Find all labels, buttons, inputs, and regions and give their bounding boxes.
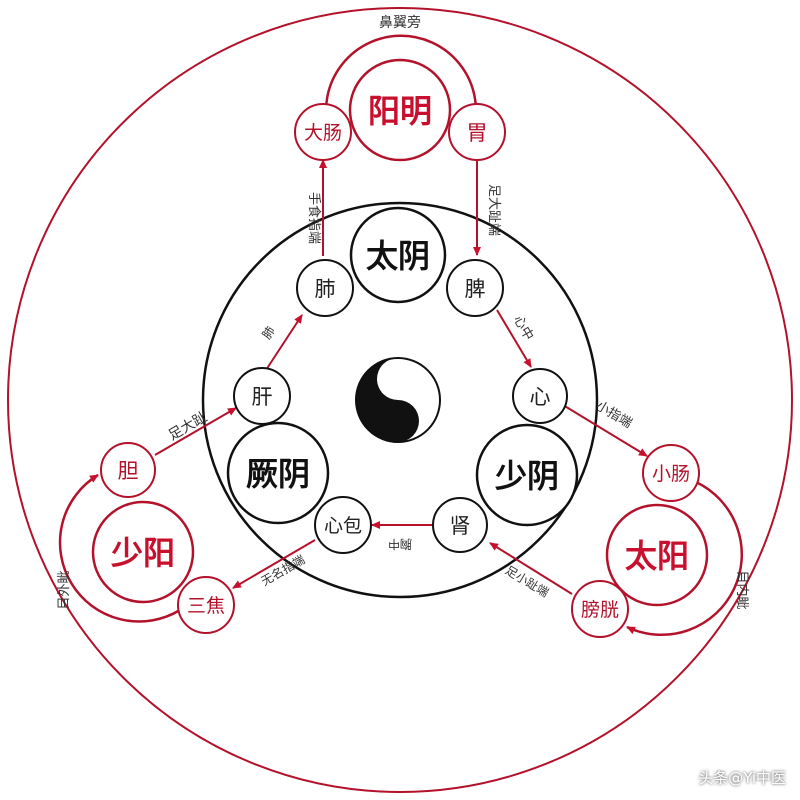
conn-dan-gan: 足大趾 xyxy=(166,409,210,444)
taiyang-label: 太阳 xyxy=(625,537,689,575)
organ-dan: 胆 xyxy=(100,442,156,498)
link-pangguang-shen xyxy=(489,542,573,595)
yangming-circle xyxy=(348,58,452,162)
taiyang-circle xyxy=(605,503,709,607)
organ-xinbao-label: 心包 xyxy=(324,515,362,537)
link-xinbao-sanjiao xyxy=(232,539,316,589)
organ-shen-label: 肾 xyxy=(450,514,471,538)
conn-gan-fei: 肺 xyxy=(260,324,278,342)
conn-top: 鼻翼旁 xyxy=(379,14,421,31)
yangming-label: 阳明 xyxy=(368,92,432,130)
organ-gan: 肝 xyxy=(233,367,291,425)
taiyin-circle xyxy=(349,206,447,304)
organ-dachang: 大肠 xyxy=(294,103,352,161)
organ-xin: 心 xyxy=(512,368,568,424)
shaoyin-circle xyxy=(475,423,579,527)
outer-circle xyxy=(7,7,793,793)
conn-taiyang-right: 目内眦 xyxy=(734,570,750,609)
taiji-icon xyxy=(355,357,441,443)
taiyang-arc xyxy=(626,480,744,637)
yangming-arc xyxy=(324,34,480,129)
organ-sanjiao: 三焦 xyxy=(177,576,235,634)
link-gan-fei xyxy=(265,314,303,371)
shaoyang-circle xyxy=(91,500,195,604)
organ-gan-label: 肝 xyxy=(252,385,273,409)
organ-sanjiao-label: 三焦 xyxy=(187,595,225,617)
organ-xinbao: 心包 xyxy=(314,496,372,554)
organ-xin-label: 心 xyxy=(530,385,551,409)
inner-circle xyxy=(201,201,599,599)
taiyin-label: 太阴 xyxy=(366,237,430,275)
organ-pangguang-label: 膀胱 xyxy=(581,599,619,621)
organ-dan-label: 胆 xyxy=(118,459,139,483)
conn-shaoyang-left: 目外眦 xyxy=(57,570,72,609)
shaoyang-arc xyxy=(58,473,181,623)
organ-wei-label: 胃 xyxy=(467,121,488,145)
shaoyin-label: 少阴 xyxy=(495,457,559,495)
watermark: 头条@Yi中医 xyxy=(698,769,786,787)
jueyin-label: 厥阴 xyxy=(246,455,310,493)
conn-wei-pi: 足大趾端 xyxy=(486,184,501,236)
organ-xiaochang-label: 小肠 xyxy=(652,463,690,485)
organ-wei: 胃 xyxy=(448,103,506,161)
link-dan-gan xyxy=(154,407,237,456)
shaoyang-label: 少阳 xyxy=(111,534,175,572)
organ-shen: 肾 xyxy=(432,497,488,553)
conn-dachang-fei: 手食指端 xyxy=(306,192,322,244)
link-xin-xiaochang xyxy=(562,404,648,457)
link-pi-xin xyxy=(496,309,532,368)
organ-dachang-label: 大肠 xyxy=(304,122,342,144)
organ-pangguang: 膀胱 xyxy=(571,580,629,638)
organ-pi-label: 脾 xyxy=(465,277,486,301)
organ-xiaochang: 小肠 xyxy=(642,444,700,502)
jueyin-circle xyxy=(226,421,330,525)
conn-pangguang-shen: 足小趾端 xyxy=(503,563,551,600)
conn-shen-xinbao: 胸中 xyxy=(388,537,412,552)
organ-fei: 肺 xyxy=(296,259,354,317)
organ-fei-label: 肺 xyxy=(315,277,336,301)
organ-pi: 脾 xyxy=(446,259,504,317)
